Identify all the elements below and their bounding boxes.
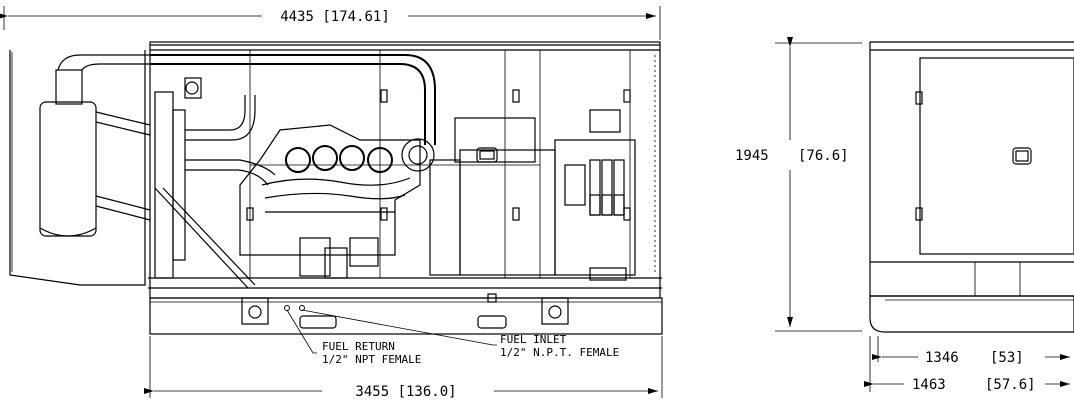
end-view: 1945 [76.6] 1346 [53] 1463 [57.6] xyxy=(735,37,1074,393)
intake-piping xyxy=(150,54,436,186)
alternator xyxy=(429,109,621,276)
height-dimension xyxy=(775,37,862,332)
muffler xyxy=(39,54,150,237)
base-length-label: 3455 [136.0] xyxy=(355,384,456,400)
base-length-dimension: 3455 [136.0] xyxy=(144,336,663,400)
side-view: 3455 [136.0] xyxy=(9,41,663,400)
height-in-label: [76.6] xyxy=(798,148,849,164)
fuel-connections xyxy=(284,305,497,354)
fuel-return-title: FUEL RETURN xyxy=(322,340,395,353)
engine xyxy=(239,124,435,279)
width-inner-mm-label: 1346 xyxy=(925,350,959,366)
fuel-inlet-spec: 1/2" N.P.T. FEMALE xyxy=(500,346,619,359)
width-inner-in-label: [53] xyxy=(990,350,1024,366)
overall-length-dimension: 4435 [174.61] xyxy=(0,6,661,40)
height-mm-label: 1945 xyxy=(735,148,769,164)
radiator xyxy=(154,91,256,289)
breaker-panel xyxy=(554,139,636,281)
fuel-return-spec: 1/2" NPT FEMALE xyxy=(322,353,421,366)
width-outer-mm-label: 1463 xyxy=(912,377,946,393)
door-latches xyxy=(246,89,631,221)
fuel-inlet-title: FUEL INLET xyxy=(500,333,567,346)
overall-length-label: 4435 [174.61] xyxy=(280,9,390,25)
base-frame xyxy=(149,293,663,335)
width-outer-in-label: [57.6] xyxy=(985,377,1036,393)
width-dimensions xyxy=(864,336,1070,392)
enclosure xyxy=(148,41,662,299)
